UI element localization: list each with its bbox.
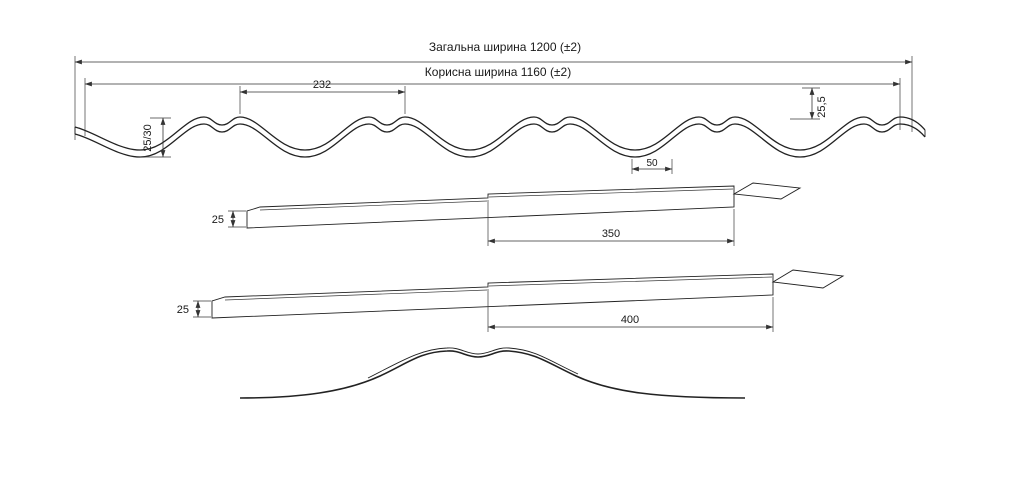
profile-height-label: 25/30: [142, 124, 154, 152]
edge-height-dimension: 25,5: [790, 87, 828, 120]
profile-body: [246, 185, 735, 229]
total-width-dimension: Загальна ширина 1200 (±2): [74, 40, 913, 140]
wave-module-label: 232: [313, 79, 331, 91]
profile-height-dimension: 25/30: [140, 117, 171, 158]
end-flap: [771, 269, 845, 289]
tile-cross-section-profile: [74, 116, 926, 158]
profile-body: [211, 273, 774, 319]
sheet-thickness-line: [259, 200, 488, 211]
step-height-dimension-350: 25: [212, 210, 246, 228]
profile-bottom-surface: [74, 123, 926, 158]
step-profile-400: 25 400: [177, 269, 845, 332]
module-length-label-350: 350: [602, 228, 620, 240]
module-length-label-400: 400: [621, 314, 639, 326]
sheet-thickness-line: [224, 289, 488, 301]
wave-outer-line: [239, 350, 746, 399]
step-height-dimension-400: 25: [177, 300, 211, 318]
sheet-thickness-line: [488, 276, 773, 287]
groove-width-dimension: 50: [631, 158, 673, 174]
step-height-label-400: 25: [177, 304, 189, 316]
module-length-dimension-400: 400: [487, 289, 774, 332]
sheet-thickness-line: [488, 188, 734, 198]
wave-inner-line: [367, 347, 579, 379]
profile-top-surface: [74, 116, 926, 151]
step-height-label-350: 25: [212, 214, 224, 226]
groove-width-label: 50: [646, 158, 658, 169]
module-length-dimension-350: 350: [487, 200, 735, 246]
single-wave-curve: [239, 347, 746, 399]
end-flap: [732, 182, 802, 200]
edge-height-label: 25,5: [816, 96, 828, 117]
total-width-label: Загальна ширина 1200 (±2): [429, 40, 581, 54]
wave-module-dimension: 232: [239, 79, 406, 114]
useful-width-dimension: Корисна ширина 1160 (±2): [84, 65, 901, 136]
step-profile-350: 25 350: [212, 182, 802, 246]
useful-width-label: Корисна ширина 1160 (±2): [425, 65, 571, 79]
